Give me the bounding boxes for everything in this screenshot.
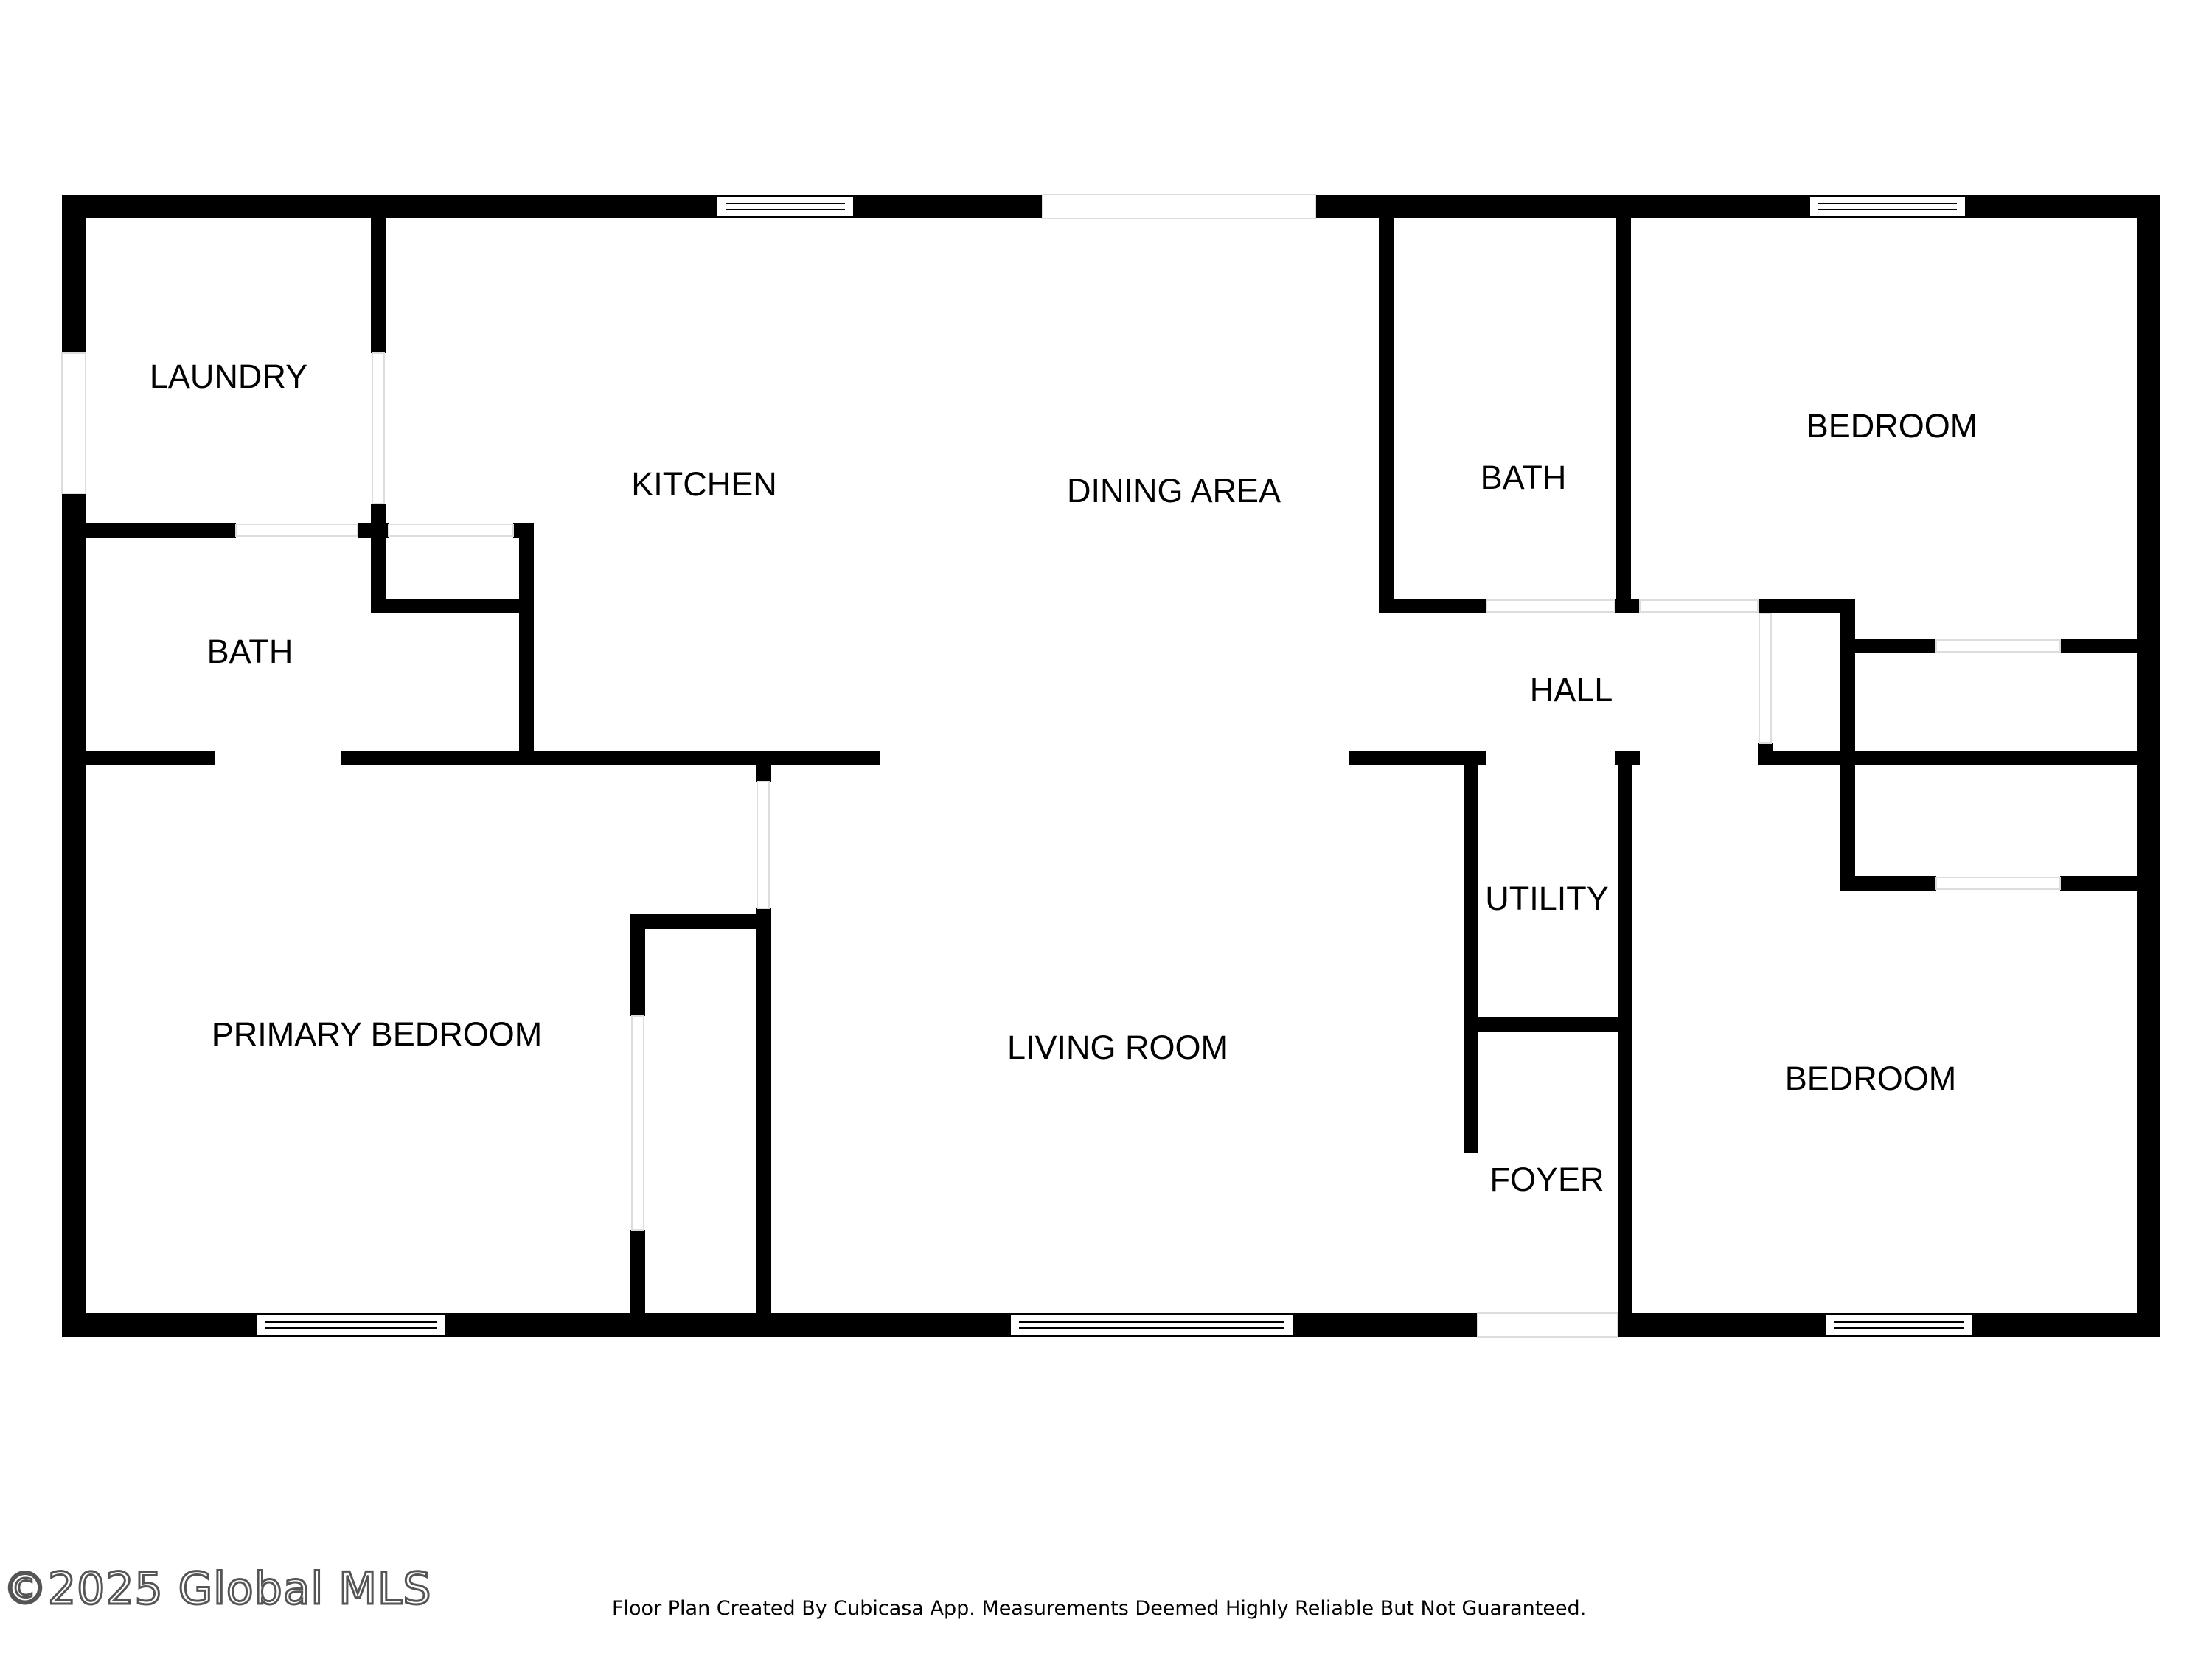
wall-exterior-left (62, 493, 86, 1337)
door-opening (372, 352, 385, 504)
door-opening (1935, 877, 2061, 890)
wall-interior (371, 195, 386, 353)
copyright-watermark: ©2025 Global MLS (2, 1562, 433, 1616)
door-opening (1935, 639, 2061, 653)
wall-interior (358, 523, 389, 538)
room-label-foyer: FOYER (1489, 1161, 1604, 1198)
wall-interior (756, 908, 771, 1337)
wall-interior (1758, 751, 2137, 765)
window (1809, 195, 1966, 218)
wall-interior (1464, 1017, 1632, 1032)
room-label-bath-left: BATH (207, 633, 293, 670)
door-opening (1486, 599, 1615, 613)
door-opening (1759, 613, 1772, 744)
room-label-kitchen: KITCHEN (631, 465, 777, 503)
door-opening (1477, 1312, 1618, 1338)
room-label-laundry: LAUNDRY (150, 358, 307, 395)
room-label-bedroom-bottom: BEDROOM (1785, 1060, 1957, 1097)
room-label-bedroom-top: BEDROOM (1806, 407, 1978, 445)
wall-interior (630, 914, 645, 1016)
wall-interior (1379, 195, 1394, 613)
wall-interior (371, 504, 386, 611)
wall-exterior-top (1315, 195, 2160, 218)
wall-interior (1618, 751, 1632, 1337)
floor-plan-credit: Floor Plan Created By Cubicasa App. Meas… (612, 1597, 1587, 1620)
room-label-primary-bedroom: PRIMARY BEDROOM (212, 1015, 542, 1053)
room-label-living-room: LIVING ROOM (1007, 1029, 1228, 1066)
window (256, 1314, 446, 1336)
wall-interior (1855, 876, 1936, 891)
room-label-utility: UTILITY (1485, 880, 1609, 917)
room-label-dining-area: DINING AREA (1067, 472, 1281, 509)
door-opening (61, 352, 86, 494)
wall-interior (630, 914, 771, 929)
wall-interior (1349, 751, 1486, 765)
walls (62, 195, 2160, 1337)
wall-interior (1379, 599, 1486, 613)
wall-exterior-left (62, 195, 86, 353)
room-label-bath-right: BATH (1481, 459, 1567, 496)
wall-interior (2060, 876, 2137, 891)
wall-interior (371, 599, 534, 613)
openings (61, 194, 2061, 1338)
door-opening (235, 524, 358, 537)
wall-interior (630, 1230, 645, 1337)
wall-interior (2060, 639, 2137, 653)
door-opening (1639, 599, 1759, 613)
room-label-hall: HALL (1530, 671, 1613, 709)
windows (256, 195, 1974, 1336)
wall-interior (86, 751, 215, 765)
door-opening (757, 781, 770, 909)
wall-interior (1840, 599, 1855, 891)
wall-exterior-top (62, 195, 1043, 218)
wall-interior (519, 523, 534, 763)
door-opening (1042, 194, 1316, 219)
wall-interior (1616, 195, 1631, 613)
door-opening (631, 1015, 644, 1231)
wall-interior (1758, 599, 1855, 613)
wall-interior (1615, 599, 1640, 613)
wall-interior (86, 523, 236, 538)
wall-interior (1464, 751, 1478, 1153)
wall-interior (756, 751, 771, 782)
door-opening (388, 524, 514, 537)
wall-exterior-right (2137, 195, 2160, 1337)
wall-interior (1758, 599, 1773, 613)
wall-interior (341, 751, 880, 765)
window (1825, 1314, 1974, 1336)
wall-interior (1855, 639, 1936, 653)
window (1009, 1314, 1294, 1336)
room-labels: LAUNDRY KITCHEN DINING AREA BATH BEDROOM… (150, 358, 1978, 1198)
window (716, 195, 855, 218)
